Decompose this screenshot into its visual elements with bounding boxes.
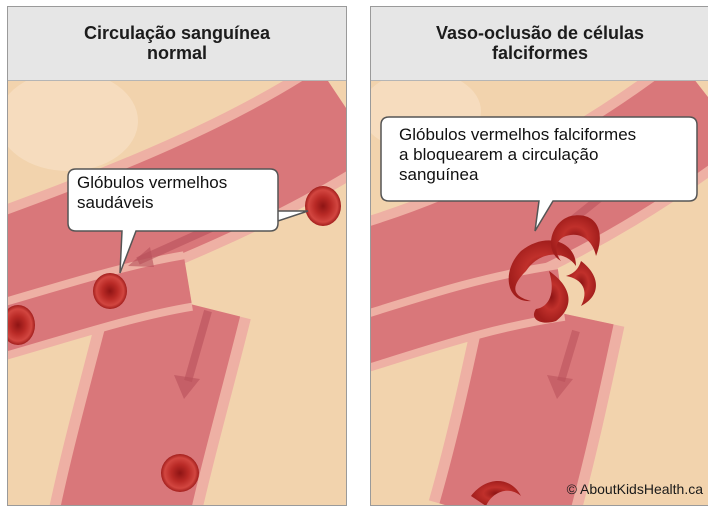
panel-title: Vaso-oclusão de células falciformes bbox=[436, 23, 644, 63]
panel-normal-circulation: Circulação sanguínea normal bbox=[7, 6, 347, 506]
callout-text: Glóbulos vermelhos saudáveis bbox=[77, 173, 227, 213]
copyright-credit: © AboutKidsHealth.ca bbox=[567, 481, 703, 497]
callout-text: Glóbulos vermelhos falciformes a bloquea… bbox=[399, 125, 636, 185]
red-blood-cell-icon bbox=[305, 186, 341, 226]
red-blood-cell-icon bbox=[93, 273, 127, 309]
blood-vessel-branch bbox=[501, 311, 551, 506]
panel-header: Vaso-oclusão de células falciformes bbox=[371, 7, 708, 81]
red-blood-cell-icon bbox=[161, 454, 199, 492]
panel-header: Circulação sanguínea normal bbox=[8, 7, 346, 81]
panel-title: Circulação sanguínea normal bbox=[84, 23, 270, 63]
panel-vaso-occlusion: Vaso-oclusão de células falciformes bbox=[370, 6, 708, 506]
blood-vessel-illustration bbox=[8, 81, 347, 506]
